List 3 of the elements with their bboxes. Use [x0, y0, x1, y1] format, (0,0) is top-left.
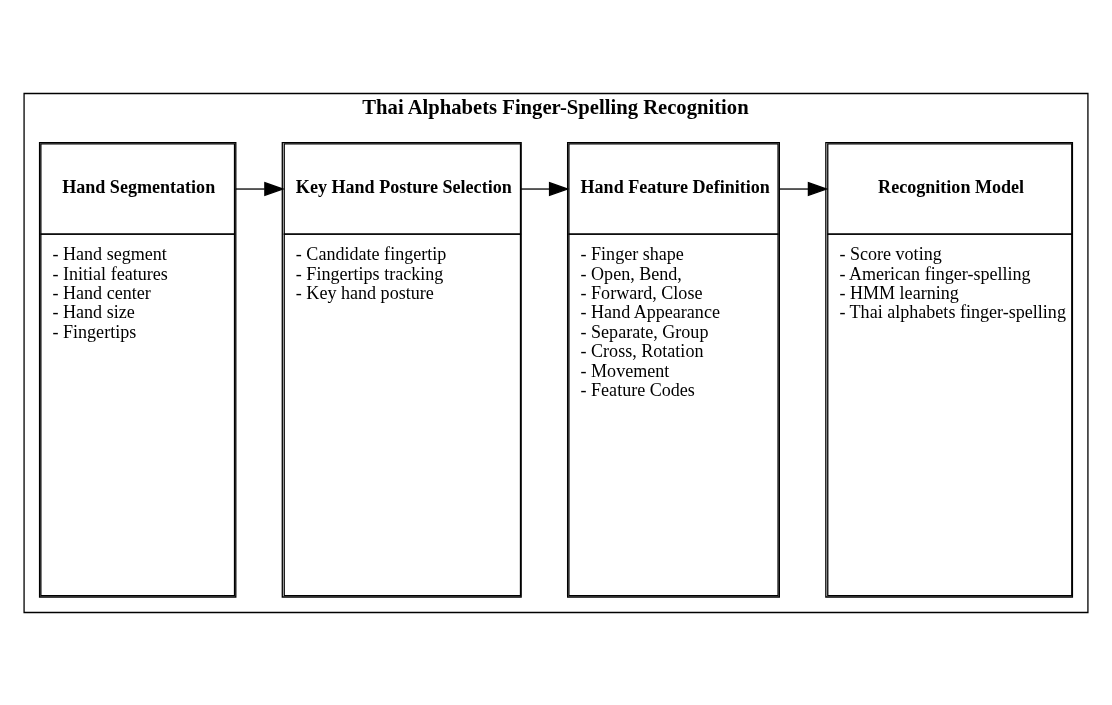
arrow	[778, 181, 829, 196]
arrow	[235, 181, 285, 196]
arrow	[520, 181, 570, 196]
